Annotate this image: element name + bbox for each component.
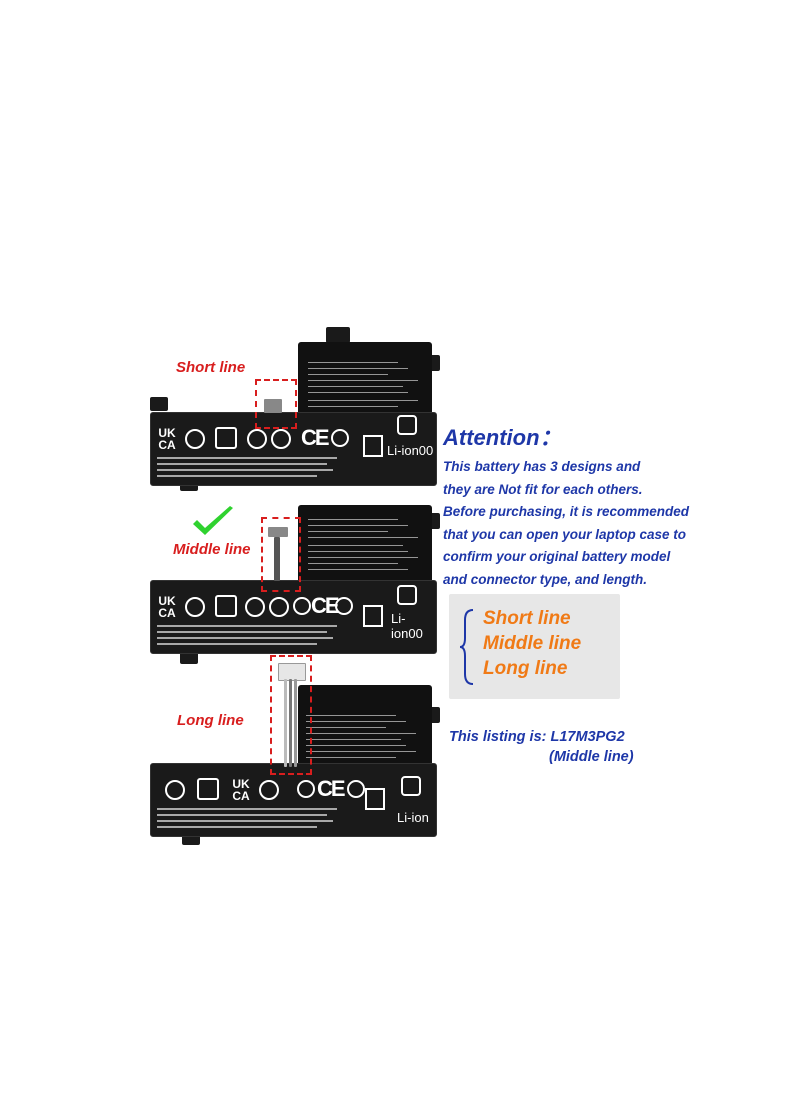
ce-mark: CE <box>301 425 330 450</box>
options-box: Short line Middle line Long line <box>449 594 620 699</box>
recycle-icon <box>397 585 417 605</box>
attention-body: This battery has 3 designs and they are … <box>443 456 783 591</box>
fire-icon <box>245 597 265 617</box>
warning-icon <box>215 595 237 617</box>
crossed-bin-icon <box>363 435 383 457</box>
listing-info: This listing is: L17M3PG2 (Middle line) <box>449 727 689 767</box>
crossed-bin-icon <box>363 605 383 627</box>
connector-wire <box>294 679 297 767</box>
listing-model: This listing is: L17M3PG2 <box>449 729 625 745</box>
connector-wire <box>274 537 280 581</box>
fire-icon <box>247 429 267 449</box>
attention-line: that you can open your laptop case to <box>443 526 687 542</box>
curly-brace-icon <box>459 609 474 685</box>
connector-wire <box>268 527 288 537</box>
target-icon <box>271 429 291 449</box>
b-icon <box>347 780 365 798</box>
no-disassembly-icon <box>165 780 185 800</box>
attention-title: Attention： <box>443 425 562 450</box>
attention-line: and connector type, and length. <box>443 571 648 587</box>
label-long-line: Long line <box>177 712 244 729</box>
fire-icon <box>259 780 279 800</box>
mount-ear <box>150 397 168 411</box>
warning-icon <box>197 778 219 800</box>
connector-plug <box>278 663 306 681</box>
li-ion-mark: Li-ion <box>397 810 429 825</box>
recycle-icon <box>397 415 417 435</box>
b-icon <box>331 429 349 447</box>
no-disassembly-icon <box>185 429 205 449</box>
crossed-bin-icon <box>365 788 385 810</box>
check-icon <box>193 506 233 535</box>
circle-icon <box>297 780 315 798</box>
circle-icon <box>293 597 311 615</box>
connector-highlight-box <box>261 517 301 592</box>
label-middle-line: Middle line <box>173 541 251 558</box>
connector-wire <box>264 399 282 413</box>
mount-ear <box>326 327 350 343</box>
ce-mark: CE <box>317 776 346 801</box>
connector-wire <box>289 679 292 767</box>
option-short-line: Short line <box>483 608 571 629</box>
attention-line: This battery has 3 designs and <box>443 459 641 474</box>
warning-icon <box>215 427 237 449</box>
connector-highlight-box <box>270 655 312 775</box>
attention-line: they are Not fit for each others. <box>443 481 643 497</box>
connector-wire <box>284 679 287 767</box>
target-icon <box>269 597 289 617</box>
recycle-icon <box>401 776 421 796</box>
label-short-line: Short line <box>176 359 246 376</box>
no-disassembly-icon <box>185 597 205 617</box>
connector-highlight-box <box>255 379 297 429</box>
b-icon <box>335 597 353 615</box>
li-ion-mark: Li-ion00 <box>391 611 423 641</box>
listing-type: (Middle line) <box>549 749 634 765</box>
option-long-line: Long line <box>483 658 568 679</box>
attention-line: Before purchasing, it is recommended <box>443 504 690 519</box>
option-middle-line: Middle line <box>483 633 582 654</box>
li-ion-mark: Li-ion00 <box>387 443 434 458</box>
attention-line: confirm your original battery model <box>443 549 671 564</box>
ce-mark: CE <box>311 593 340 618</box>
